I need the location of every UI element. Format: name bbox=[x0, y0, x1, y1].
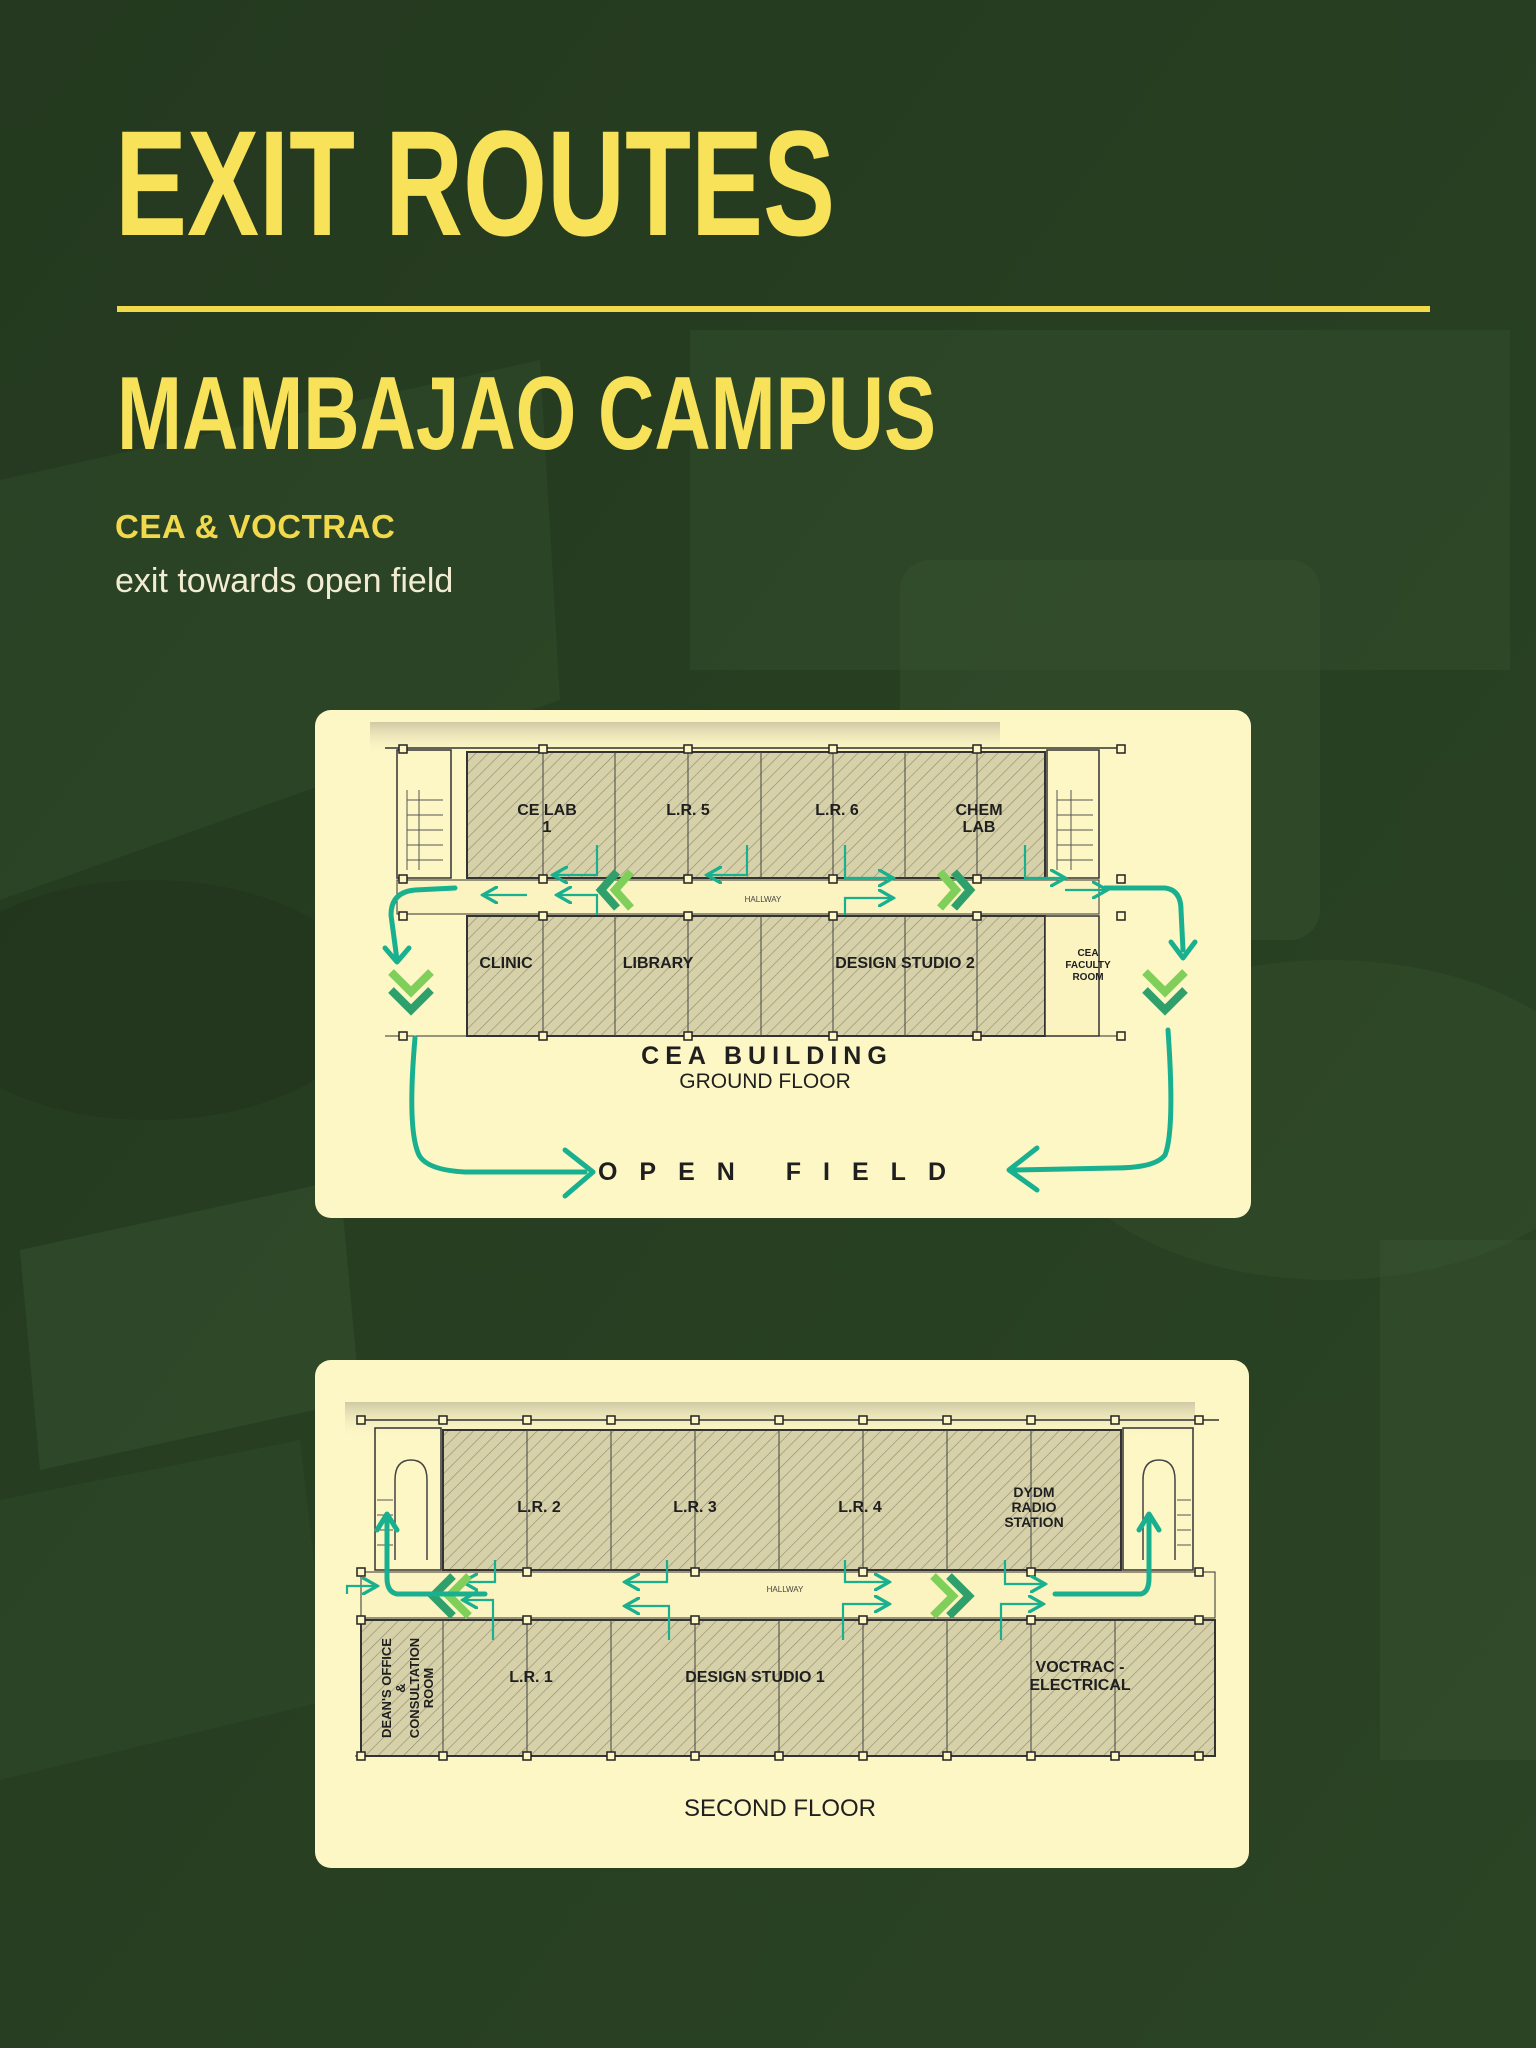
ground-chevrons-down-right bbox=[1142, 969, 1188, 1016]
room-voctrac-electrical: ELECTRICAL bbox=[1029, 1677, 1131, 1694]
open-field-label: OPEN FIELD bbox=[598, 1158, 968, 1186]
ground-columns bbox=[398, 744, 1126, 1041]
room-chem-lab: CHEM bbox=[955, 802, 1002, 819]
right-stairs bbox=[1046, 749, 1100, 879]
page-title: EXIT ROUTES bbox=[115, 99, 836, 267]
campus-name: MAMBAJAO CAMPUS bbox=[117, 356, 936, 472]
bottom-room-row bbox=[466, 915, 1046, 1037]
room-lr1: L.R. 1 bbox=[509, 1669, 553, 1686]
second-right-stairs bbox=[1122, 1427, 1194, 1571]
second-left-stairs bbox=[374, 1427, 442, 1571]
ground-floor-label: GROUND FLOOR bbox=[679, 1070, 851, 1093]
faculty-room-line3: ROOM bbox=[1072, 972, 1103, 983]
room-design-studio-1: DESIGN STUDIO 1 bbox=[685, 1669, 825, 1686]
ground-chevrons-down-left bbox=[388, 969, 434, 1016]
second-bottom-room-row bbox=[360, 1619, 1216, 1757]
top-room-row bbox=[466, 751, 1046, 879]
room-library: LIBRARY bbox=[623, 955, 694, 972]
second-columns bbox=[356, 1415, 1204, 1761]
room-lr4: L.R. 4 bbox=[838, 1499, 882, 1516]
ground-floor-plan: HALLWAY CE LAB 1 bbox=[370, 722, 1198, 1199]
room-design-studio-2: DESIGN STUDIO 2 bbox=[835, 955, 975, 972]
second-main-exit-routes bbox=[374, 1511, 1162, 1597]
room-ce-lab-number: 1 bbox=[543, 819, 552, 836]
deans-office-line3: CONSULTATION bbox=[407, 1638, 422, 1738]
deans-office-line1: DEAN'S OFFICE bbox=[379, 1638, 394, 1738]
ground-main-exit-routes bbox=[382, 885, 1198, 1199]
room-lr3: L.R. 3 bbox=[673, 1499, 717, 1516]
exit-instruction: exit towards open field bbox=[115, 562, 454, 600]
ground-hallway-label: HALLWAY bbox=[745, 895, 782, 904]
room-lr6: L.R. 6 bbox=[815, 802, 859, 819]
deans-office-line4: ROOM bbox=[421, 1668, 436, 1708]
ground-hallway bbox=[396, 879, 1100, 915]
second-room-exit-arrows bbox=[345, 1560, 1043, 1640]
room-dydm-radio: RADIO bbox=[1011, 1499, 1056, 1515]
deans-office-line2: & bbox=[393, 1683, 408, 1692]
room-chem-lab-line2: LAB bbox=[963, 819, 996, 836]
title-divider bbox=[117, 306, 1430, 312]
room-lr2: L.R. 2 bbox=[517, 1499, 561, 1516]
second-floor-plan: HALLWAY bbox=[345, 1402, 1219, 1822]
second-hallway-label: HALLWAY bbox=[767, 1585, 804, 1594]
left-stairs bbox=[396, 749, 452, 879]
room-voctrac: VOCTRAC - bbox=[1036, 1659, 1125, 1676]
building-title: CEA BUILDING bbox=[641, 1042, 893, 1070]
room-lr5: L.R. 5 bbox=[666, 802, 710, 819]
ground-room-exit-arrows bbox=[485, 845, 1105, 915]
faculty-room-line1: CEA bbox=[1077, 948, 1098, 959]
faculty-room-line2: FACULTY bbox=[1065, 960, 1111, 971]
second-top-room-row bbox=[442, 1429, 1122, 1571]
room-clinic: CLINIC bbox=[479, 955, 533, 972]
second-floor-plan-card: HALLWAY bbox=[315, 1360, 1249, 1868]
second-chevrons-right bbox=[930, 1573, 975, 1619]
faculty-room-box bbox=[1044, 915, 1100, 1037]
ground-chevrons-left bbox=[595, 869, 634, 911]
room-dydm-station: STATION bbox=[1004, 1514, 1063, 1530]
room-dydm: DYDM bbox=[1013, 1484, 1054, 1500]
room-ce-lab: CE LAB bbox=[517, 802, 577, 819]
ground-floor-plan-card: HALLWAY CE LAB 1 bbox=[315, 710, 1251, 1218]
building-group-label: CEA & VOCTRAC bbox=[115, 508, 396, 545]
second-floor-label: SECOND FLOOR bbox=[684, 1795, 876, 1822]
ground-chevrons-right bbox=[937, 869, 976, 911]
